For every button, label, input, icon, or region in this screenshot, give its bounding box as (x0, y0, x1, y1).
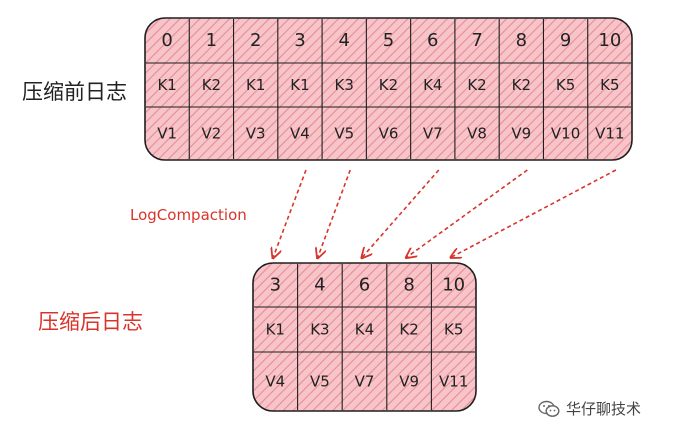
before-value-cell: V11 (595, 125, 624, 143)
log-compaction-label: LogCompaction (130, 206, 247, 224)
after-index-cell: 4 (314, 275, 325, 296)
before-key-cell: K1 (246, 76, 265, 94)
before-index-cell: 6 (427, 30, 438, 51)
before-key-cell: K2 (202, 76, 221, 94)
compaction-arrow-4 (318, 169, 351, 257)
compaction-arrow-6 (363, 169, 440, 257)
after-key-cell: K4 (355, 321, 374, 339)
before-value-cell: V10 (551, 125, 580, 143)
before-value-cell: V4 (290, 125, 310, 143)
before-value-cell: V1 (157, 125, 177, 143)
after-value-cell: V7 (355, 373, 375, 391)
before-key-cell: K3 (335, 76, 354, 94)
after-key-cell: K3 (310, 321, 329, 339)
before-key-cell: K1 (157, 76, 176, 94)
before-key-cell: K1 (290, 76, 309, 94)
before-value-cell: V5 (334, 125, 354, 143)
after-value-cell: V11 (439, 373, 468, 391)
before-index-cell: 4 (339, 30, 350, 51)
before-log-label: 压缩前日志 (22, 80, 127, 104)
before-value-cell: V7 (423, 125, 443, 143)
before-value-cell: V6 (379, 125, 399, 143)
before-index-cell: 10 (598, 30, 621, 51)
before-index-cell: 8 (516, 30, 527, 51)
before-key-cell: K2 (512, 76, 531, 94)
after-frame (252, 262, 477, 412)
watermark: 华仔聊技术 (538, 398, 641, 419)
after-value-cell: V5 (310, 373, 330, 391)
before-frame (144, 17, 633, 161)
before-key-cell: K2 (379, 76, 398, 94)
after-index-cell: 6 (359, 275, 370, 296)
after-index-cell: 8 (403, 275, 414, 296)
after-key-cell: K1 (266, 321, 285, 339)
after-key-cell: K2 (399, 321, 418, 339)
after-key-cell: K5 (444, 321, 463, 339)
after-index-cell: 10 (442, 275, 465, 296)
wechat-icon (538, 400, 560, 418)
before-value-cell: V8 (467, 125, 487, 143)
before-key-cell: K5 (556, 76, 575, 94)
before-value-cell: V3 (246, 125, 266, 143)
after-value-cell: V9 (399, 373, 419, 391)
before-value-cell: V2 (202, 125, 222, 143)
before-index-cell: 0 (161, 30, 172, 51)
before-index-cell: 2 (250, 30, 261, 51)
before-key-cell: K5 (600, 76, 619, 94)
after-index-cell: 3 (270, 275, 281, 296)
watermark-text: 华仔聊技术 (566, 400, 642, 418)
before-index-cell: 7 (471, 30, 482, 51)
before-index-cell: 9 (560, 30, 571, 51)
before-index-cell: 1 (206, 30, 217, 51)
compaction-arrow-8 (407, 169, 528, 257)
after-log-label: 压缩后日志 (38, 310, 143, 334)
after-value-cell: V4 (265, 373, 285, 391)
compaction-arrow-10 (452, 169, 617, 257)
before-key-cell: K4 (423, 76, 442, 94)
before-index-cell: 5 (383, 30, 394, 51)
compaction-arrow-3 (273, 169, 307, 257)
before-key-cell: K2 (467, 76, 486, 94)
before-index-cell: 3 (294, 30, 305, 51)
before-value-cell: V9 (511, 125, 531, 143)
compaction-arrows (273, 169, 617, 257)
